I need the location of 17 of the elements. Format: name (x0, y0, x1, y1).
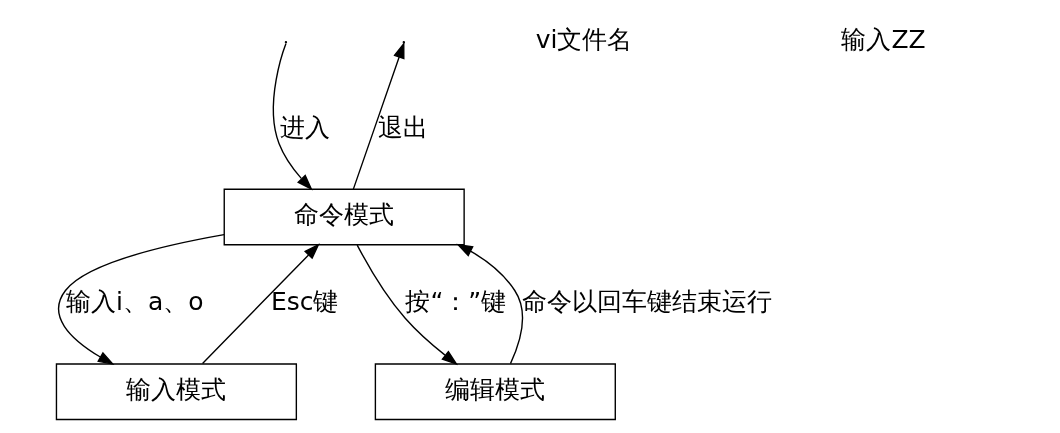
edge-label: 输入i、a、o (66, 286, 204, 316)
edge-label: Esc键 (270, 286, 339, 316)
node-box: 命令模式 (223, 188, 465, 245)
edge-label: 命令以回车键结束运行 (522, 286, 773, 316)
arrow (272, 42, 313, 190)
arrow (57, 233, 225, 365)
arrow (201, 242, 320, 364)
label: 输入ZZ (841, 24, 926, 54)
arrow (356, 243, 459, 365)
arrow (352, 41, 405, 190)
label: vi文件名 (535, 24, 633, 54)
edge-label: 按“：”键 (405, 286, 507, 316)
arrow (456, 243, 523, 364)
node-box: 输入模式 (55, 362, 298, 420)
edge-label: 退出 (378, 112, 429, 142)
node-box: 编辑模式 (374, 362, 616, 420)
edge-label: 进入 (279, 112, 330, 142)
